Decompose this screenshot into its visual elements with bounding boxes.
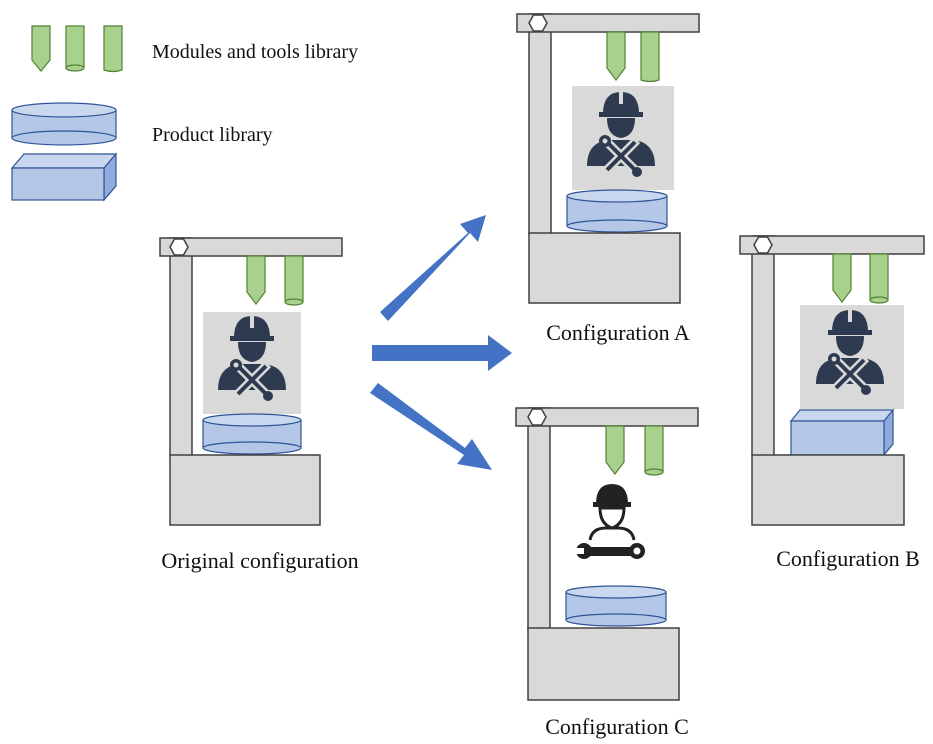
cylinder-tool-module (284, 255, 304, 306)
hexagon-joint-icon (527, 408, 547, 426)
product-library-icons (10, 102, 118, 202)
configuration-a-label: Configuration A (546, 320, 690, 345)
flat-tool-module (640, 31, 660, 83)
machine-base (527, 627, 680, 701)
machine-base (528, 232, 681, 304)
arrow-to-configuration-c (370, 383, 492, 470)
configuration-a-machine (516, 13, 700, 304)
cylinder-tool-module (644, 425, 664, 476)
cylinder-product (565, 585, 667, 627)
machine-base (751, 454, 905, 526)
box-product-icon (10, 152, 118, 202)
configuration-c-machine (515, 407, 699, 701)
pointed-tool-module (832, 253, 852, 303)
cylinder-product-icon (11, 102, 117, 146)
pointed-tool-module (606, 31, 626, 81)
cylinder-product (566, 189, 668, 233)
hexagon-joint-icon (169, 238, 189, 256)
hexagon-joint-icon (528, 14, 548, 32)
cylinder-tool-module (869, 253, 889, 304)
transition-arrows (370, 215, 512, 470)
configuration-c-label: Configuration C (545, 714, 689, 739)
pointed-tool-icon (31, 25, 51, 72)
arrow-to-configuration-a (380, 215, 486, 321)
box-product (789, 408, 895, 457)
legend: Modules and tools library Product librar… (10, 25, 358, 202)
cylinder-product (202, 413, 302, 455)
cylinder-tool-icon (65, 25, 85, 72)
pointed-tool-module (605, 425, 625, 475)
pointed-tool-module (246, 255, 266, 305)
configuration-b-label: Configuration B (776, 546, 920, 571)
flat-tool-icon (103, 25, 123, 73)
original-configuration-label: Original configuration (161, 548, 358, 573)
tools-library-icons (31, 25, 123, 73)
worker-outline-with-wrench-icon (576, 484, 645, 559)
machine-base (169, 454, 321, 526)
original-configuration-machine (159, 237, 343, 526)
hexagon-joint-icon (753, 236, 773, 254)
configuration-b-machine (739, 235, 925, 526)
product-library-label: Product library (152, 124, 273, 146)
arrow-to-configuration-b (372, 335, 512, 371)
tools-library-label: Modules and tools library (152, 41, 358, 63)
